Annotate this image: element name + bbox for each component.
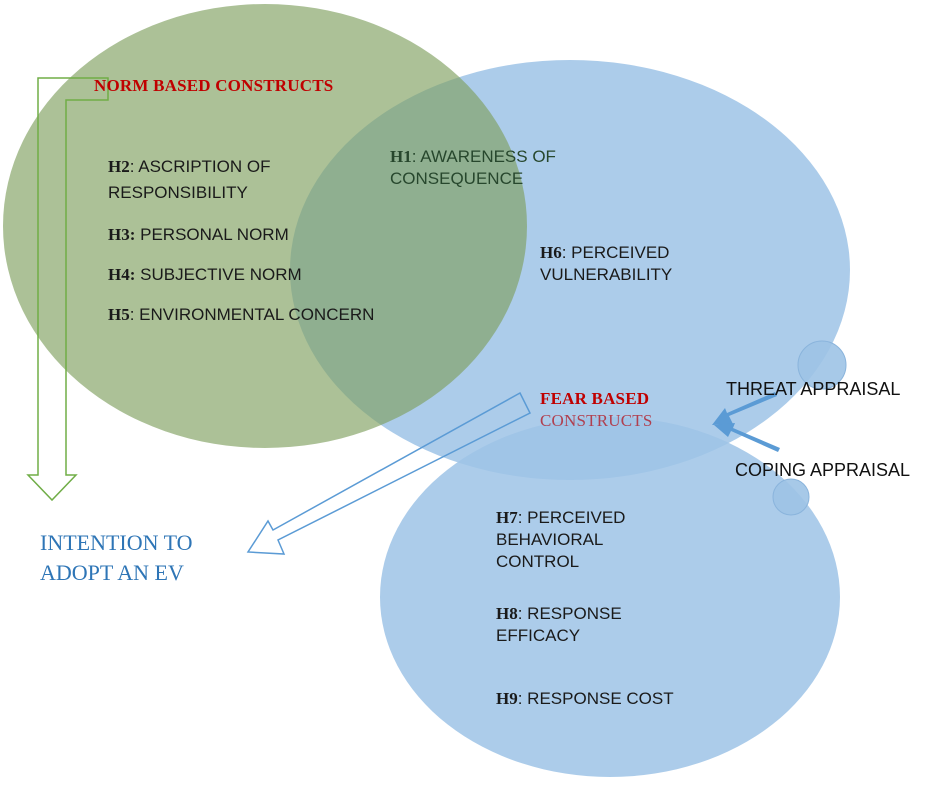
h8-line1: : RESPONSE — [517, 604, 622, 623]
fear-heading: FEAR BASED CONSTRUCTS — [540, 388, 653, 432]
threat-appraisal-label: THREAT APPRAISAL — [726, 379, 901, 399]
h8-line2: EFFICACY — [496, 626, 581, 645]
h8-code: H8 — [496, 604, 518, 623]
h2-code: H2 — [108, 157, 130, 176]
h2-line1: : ASCRIPTION OF — [129, 157, 271, 176]
h6-code: H6 — [540, 243, 562, 262]
intention-line2: ADOPT AN EV — [40, 560, 184, 585]
coping-appraisal-label: COPING APPRAISAL — [735, 460, 911, 480]
h6-line1: : PERCEIVED — [561, 243, 670, 262]
h9-code: H9 — [496, 689, 518, 708]
h2-line2: RESPONSIBILITY — [108, 183, 248, 202]
intention-line1: INTENTION TO — [40, 530, 193, 555]
h5-code: H5 — [108, 305, 130, 324]
hypothesis-h2: H2: ASCRIPTION OF RESPONSIBILITY — [108, 156, 270, 208]
h7-line2: BEHAVIORAL — [496, 530, 604, 549]
hypothesis-h1: H1: AWARENESS OF CONSEQUENCE — [390, 146, 556, 190]
h7-line3: CONTROL — [496, 552, 580, 571]
h1-code: H1 — [390, 147, 412, 166]
hypothesis-h6: H6: PERCEIVED VULNERABILITY — [540, 242, 672, 286]
threat-arrow — [712, 392, 777, 425]
hypothesis-h4: H4: SUBJECTIVE NORM — [108, 264, 302, 286]
h5-line1: : ENVIRONMENTAL CONCERN — [129, 305, 375, 324]
coping-bubble — [772, 478, 810, 516]
h4-code: H4: — [108, 265, 136, 284]
h7-line1: : PERCEIVED — [517, 508, 626, 527]
hypothesis-h8: H8: RESPONSE EFFICACY — [496, 603, 622, 647]
h4-line1: SUBJECTIVE NORM — [135, 265, 302, 284]
h3-code: H3: — [108, 225, 136, 244]
h6-line2: VULNERABILITY — [540, 265, 673, 284]
fear-heading-line2: CONSTRUCTS — [540, 411, 653, 430]
h9-line1: : RESPONSE COST — [517, 689, 674, 708]
intention-label: INTENTION TO ADOPT AN EV — [40, 528, 193, 588]
fear-heading-line1: FEAR BASED — [540, 389, 650, 408]
hypothesis-h5: H5: ENVIRONMENTAL CONCERN — [108, 304, 374, 326]
norm-outline-arrow — [26, 77, 109, 502]
hypothesis-h3: H3: PERSONAL NORM — [108, 224, 289, 246]
h1-line1: : AWARENESS OF — [411, 147, 556, 166]
hypothesis-h9: H9: RESPONSE COST — [496, 688, 674, 710]
h3-line1: PERSONAL NORM — [135, 225, 289, 244]
hypothesis-h7: H7: PERCEIVED BEHAVIORAL CONTROL — [496, 507, 625, 573]
coping-arrow — [714, 423, 780, 452]
norm-heading: NORM BASED CONSTRUCTS — [94, 76, 334, 95]
fear-circle-lower — [380, 417, 840, 777]
h7-code: H7 — [496, 508, 518, 527]
fear-outline-arrow — [246, 391, 532, 555]
threat-bubble — [797, 340, 847, 390]
norm-circle — [3, 4, 527, 448]
h1-line2: CONSEQUENCE — [390, 169, 524, 188]
